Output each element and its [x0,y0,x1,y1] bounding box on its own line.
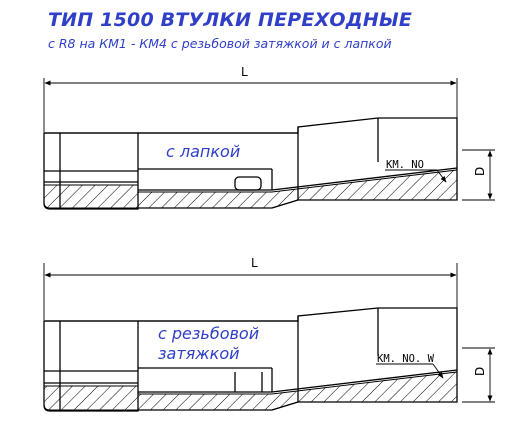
top-variant-label: с лапкой [166,142,240,161]
bottom-diameter-label: D [473,367,487,376]
bottom-variant-label-line2: затяжкой [158,344,240,363]
bottom-length-label: L [251,256,258,270]
bottom-variant-label-line1: с резьбовой [158,324,259,343]
top-callout-text: KM. NO [386,159,424,171]
page-title: ТИП 1500 ВТУЛКИ ПЕРЕХОДНЫЕ [48,9,413,31]
top-hatch-section-right [137,169,458,209]
top-label-background [161,140,259,162]
bottom-callout-leader [376,363,444,379]
top-hatch-section-left [43,184,139,209]
top-diameter-dimension [462,149,495,201]
top-diameter-label: D [473,167,487,176]
bottom-callout-text: KM. NO. W [377,353,435,365]
top-taper-line [271,167,458,191]
bottom-taper-line [271,369,458,393]
top-callout-leader [385,169,447,183]
bottom-sleeve-drawing [43,263,458,412]
bottom-diameter-dimension [462,347,495,403]
top-tang-slot [234,176,262,191]
bottom-hatch-section-right [137,371,458,411]
bottom-label-background [152,322,280,364]
page-subtitle: с R8 на КМ1 - КМ4 с резьбовой затяжкой и… [48,36,392,51]
top-length-label: L [241,65,248,79]
bottom-hatch-section-left [43,385,139,411]
